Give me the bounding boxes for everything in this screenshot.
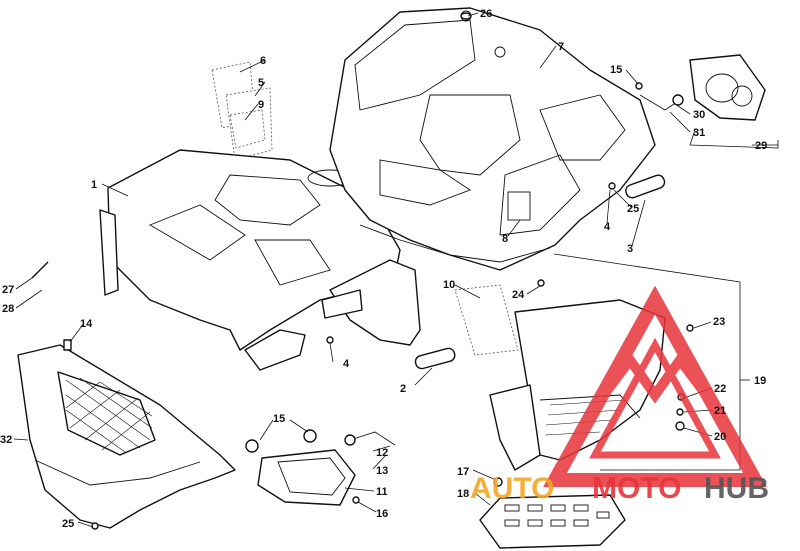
callout-label: 30 xyxy=(693,109,705,121)
callout-label: 4 xyxy=(604,221,611,233)
callout-label: 19 xyxy=(754,375,766,387)
callout-label: 17 xyxy=(457,466,469,478)
callout-label: 13 xyxy=(376,465,388,477)
watermark-text-hub: HUB xyxy=(704,472,769,505)
callout-label: 16 xyxy=(376,508,388,520)
callout-label: 1 xyxy=(91,179,97,191)
callout-label: 24 xyxy=(512,289,525,301)
callout-label: 22 xyxy=(714,383,726,395)
callout-label: 25 xyxy=(62,518,74,530)
small-fasteners xyxy=(31,12,694,530)
callout-label: 6 xyxy=(260,55,266,67)
callout-label: 2 xyxy=(400,383,406,395)
callout-label: 23 xyxy=(713,316,725,328)
reflectors xyxy=(414,174,666,370)
watermark-text: AUTO MOTO HUB xyxy=(470,472,769,505)
watermark-text-moto: MOTO xyxy=(592,472,681,505)
watermark-text-auto: AUTO xyxy=(470,472,554,505)
callout-label: 21 xyxy=(714,405,726,417)
callout-label: 8 xyxy=(502,233,508,245)
callout-label: 26 xyxy=(480,8,492,20)
callout-label: 4 xyxy=(343,358,350,370)
grille-mesh xyxy=(65,377,153,453)
callout-label: 11 xyxy=(376,486,388,498)
callout-label: 5 xyxy=(258,77,264,89)
callout-label: 25 xyxy=(627,203,639,215)
floor-pan-slots xyxy=(504,504,610,527)
front-fender-body xyxy=(99,149,421,371)
callout-label: 12 xyxy=(376,447,388,459)
watermark-logo xyxy=(543,285,767,487)
callout-label: 10 xyxy=(443,279,455,291)
callout-label: 15 xyxy=(273,413,285,425)
callout-label: 29 xyxy=(755,140,767,152)
callout-label: 31 xyxy=(693,127,705,139)
callout-label: 15 xyxy=(610,64,622,76)
rear-fender-body xyxy=(329,7,656,271)
front-grille xyxy=(17,344,236,529)
callout-label: 27 xyxy=(2,284,14,296)
mud-flap xyxy=(454,284,519,356)
callout-label: 7 xyxy=(558,41,564,53)
callout-label: 18 xyxy=(457,488,469,500)
decal-sheets xyxy=(211,61,273,161)
floor-pan xyxy=(479,494,626,549)
leader-lines xyxy=(13,12,779,528)
callout-label: 28 xyxy=(2,303,14,315)
callout-label: 9 xyxy=(258,99,264,111)
callout-label: 20 xyxy=(714,431,726,443)
callout-label: 3 xyxy=(627,243,633,255)
headlight-lower xyxy=(245,429,396,506)
callout-label: 14 xyxy=(80,318,93,330)
headlight-right xyxy=(639,54,766,121)
callout-labels: 1 2 3 4 4 5 6 7 8 9 10 11 12 13 14 15 15… xyxy=(0,8,767,530)
callout-label: 32 xyxy=(0,434,12,446)
